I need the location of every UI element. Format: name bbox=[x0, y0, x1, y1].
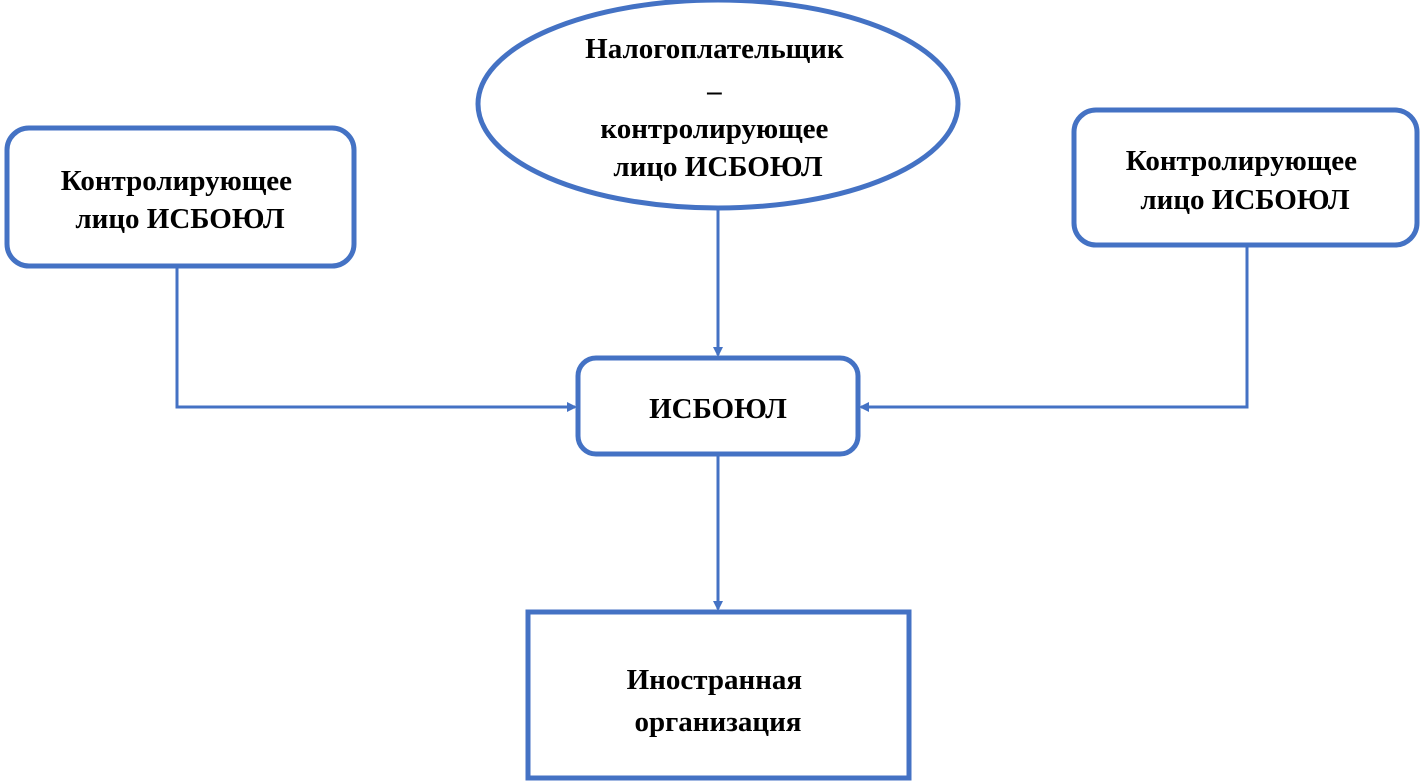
node-isboyul-shape bbox=[575, 355, 861, 457]
node-isboyul-label: ИСБОЮЛ bbox=[649, 393, 787, 425]
node-left-controller: Контролирующее лицо ИСБОЮЛ bbox=[4, 125, 357, 269]
edge-right-controller-to-isboyul bbox=[859, 246, 1249, 412]
node-taxpayer-line-2: – bbox=[706, 75, 722, 107]
node-right-controller-label: Контролирующее лицо ИСБОЮЛ bbox=[1126, 145, 1365, 216]
node-taxpayer-line-3: контролирующее bbox=[600, 113, 828, 145]
edges bbox=[175, 209, 1249, 611]
node-right-controller-shape bbox=[1071, 107, 1420, 248]
node-taxpayer-line-1: Налогоплательщик bbox=[585, 33, 844, 65]
node-foreign-org: Иностранная организация bbox=[525, 609, 912, 781]
node-foreign-org-line-2: организация bbox=[635, 706, 802, 738]
node-right-controller-line-2: лицо ИСБОЮЛ bbox=[1140, 184, 1350, 216]
node-foreign-org-shape bbox=[525, 609, 912, 781]
node-foreign-org-line-1: Иностранная bbox=[627, 664, 802, 696]
node-isboyul: ИСБОЮЛ bbox=[575, 355, 861, 457]
node-left-controller-line-2: лицо ИСБОЮЛ bbox=[75, 203, 285, 235]
edge-left-controller-to-isboyul bbox=[175, 266, 577, 412]
node-left-controller-label: Контролирующее лицо ИСБОЮЛ bbox=[61, 165, 300, 235]
node-taxpayer-label: Налогоплательщик – контролирующее лицо И… bbox=[585, 33, 851, 183]
node-taxpayer-line-4: лицо ИСБОЮЛ bbox=[613, 151, 823, 183]
node-taxpayer: Налогоплательщик – контролирующее лицо И… bbox=[475, 0, 961, 211]
node-left-controller-shape bbox=[4, 125, 357, 269]
node-right-controller-line-1: Контролирующее bbox=[1126, 145, 1357, 177]
node-left-controller-line-1: Контролирующее bbox=[61, 165, 292, 197]
node-isboyul-line-1: ИСБОЮЛ bbox=[649, 393, 787, 425]
node-taxpayer-shape bbox=[475, 0, 961, 211]
node-foreign-org-label: Иностранная организация bbox=[627, 664, 810, 738]
node-right-controller: Контролирующее лицо ИСБОЮЛ bbox=[1071, 107, 1420, 248]
